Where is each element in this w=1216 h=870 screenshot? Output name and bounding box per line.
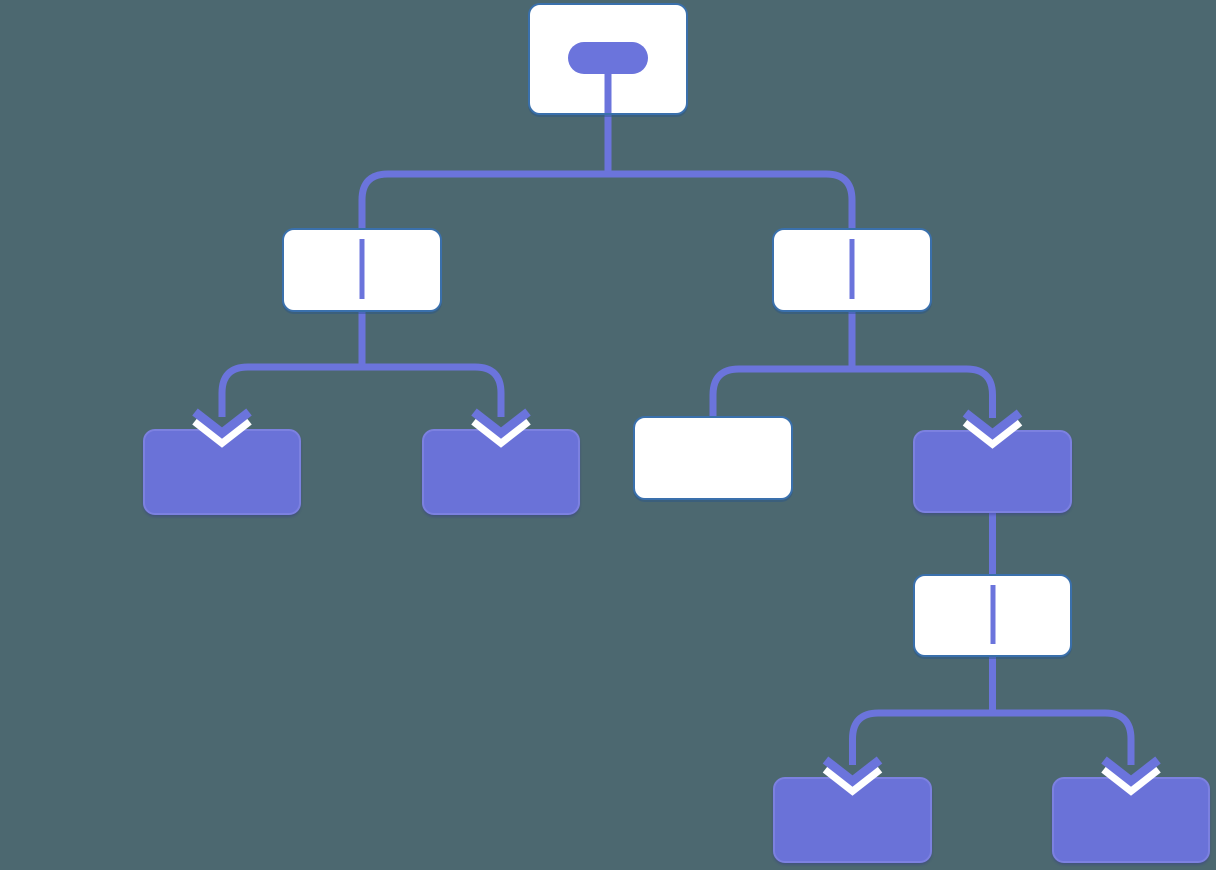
tree-node-leaf-e[interactable] xyxy=(1052,777,1210,863)
tree-node-root[interactable] xyxy=(528,3,688,115)
tree-node-leaf-d[interactable] xyxy=(773,777,932,863)
divider-line-mark xyxy=(990,585,995,644)
tree-node-node-c[interactable] xyxy=(913,430,1072,513)
tree-node-branch-c[interactable] xyxy=(913,574,1072,657)
divider-line-mark xyxy=(849,239,855,299)
pill-stem-line xyxy=(604,72,612,113)
tree-node-branch-right[interactable] xyxy=(772,228,932,312)
pill-placeholder-icon xyxy=(568,42,648,74)
tree-node-leaf-a[interactable] xyxy=(143,429,301,515)
divider-line-mark xyxy=(359,239,365,299)
tree-node-branch-left[interactable] xyxy=(282,228,442,312)
tree-node-leaf-b[interactable] xyxy=(422,429,580,515)
tree-node-leaf-plain[interactable] xyxy=(633,416,793,500)
